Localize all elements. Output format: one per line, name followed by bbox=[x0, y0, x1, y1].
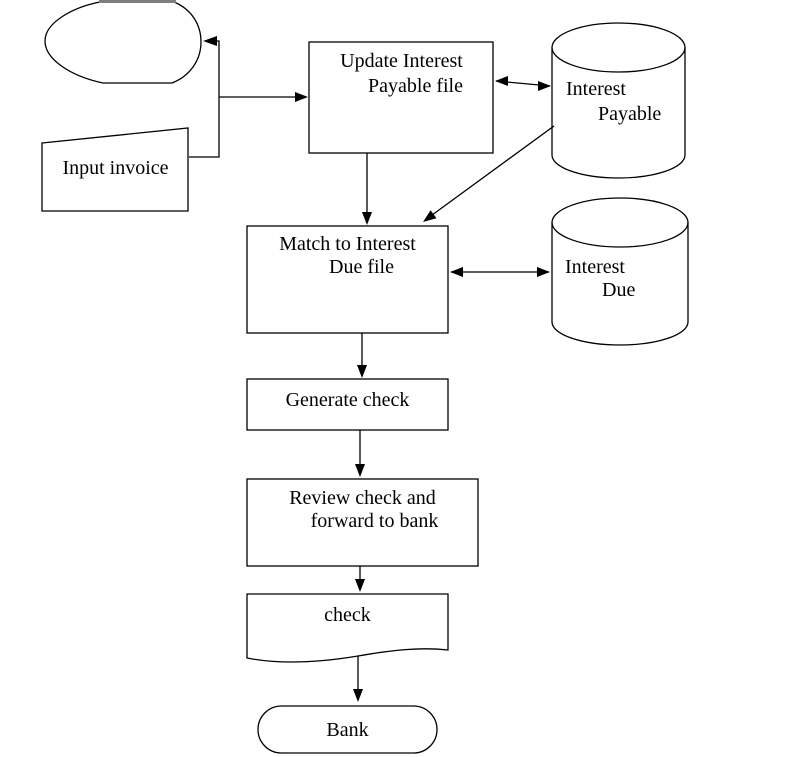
interest-payable-label-line2: Payable bbox=[598, 103, 662, 125]
check-document-label: check bbox=[324, 604, 371, 626]
connector-invoice-to-start bbox=[189, 36, 220, 158]
interest-due-label-line1: Interest bbox=[565, 256, 625, 278]
update-interest-payable-shape bbox=[308, 41, 494, 154]
connector-invoice-to-update bbox=[219, 92, 308, 102]
match-interest-due-shape bbox=[246, 225, 449, 334]
connector-match-to-generate bbox=[357, 333, 367, 378]
connector-generate-to-review bbox=[355, 430, 365, 477]
connector-update-to-match bbox=[362, 153, 372, 225]
input-invoice-label: Input invoice bbox=[62, 157, 169, 179]
review-check-label-line1: Review check and bbox=[289, 487, 436, 509]
interest-due-cylinder-shape bbox=[551, 197, 689, 346]
input-invoice-shape bbox=[41, 127, 189, 212]
start-terminator-shape bbox=[44, 0, 202, 84]
update-process-label-line2: Payable file bbox=[368, 75, 463, 97]
review-check-shape bbox=[246, 478, 479, 567]
connector-update-payable-double-arrow bbox=[495, 76, 551, 91]
match-process-label-line1: Match to Interest bbox=[279, 233, 416, 255]
generate-check-label: Generate check bbox=[285, 389, 410, 411]
bank-label: Bank bbox=[326, 719, 369, 741]
update-process-label-line1: Update Interest bbox=[340, 50, 463, 72]
match-process-label-line2: Due file bbox=[329, 256, 394, 278]
generate-check-shape bbox=[246, 378, 449, 431]
interest-due-label-line2: Due bbox=[602, 279, 636, 301]
interest-payable-label-line1: Interest bbox=[566, 78, 626, 100]
connector-check-to-bank bbox=[353, 656, 363, 702]
review-check-label-line2: forward to bank bbox=[310, 510, 439, 532]
connector-match-due-double-arrow bbox=[450, 267, 550, 277]
interest-payable-cylinder-shape bbox=[551, 22, 686, 179]
connector-review-to-check bbox=[355, 566, 365, 592]
bank-terminator-shape bbox=[257, 705, 438, 754]
connector-payable-to-match bbox=[423, 125, 555, 222]
